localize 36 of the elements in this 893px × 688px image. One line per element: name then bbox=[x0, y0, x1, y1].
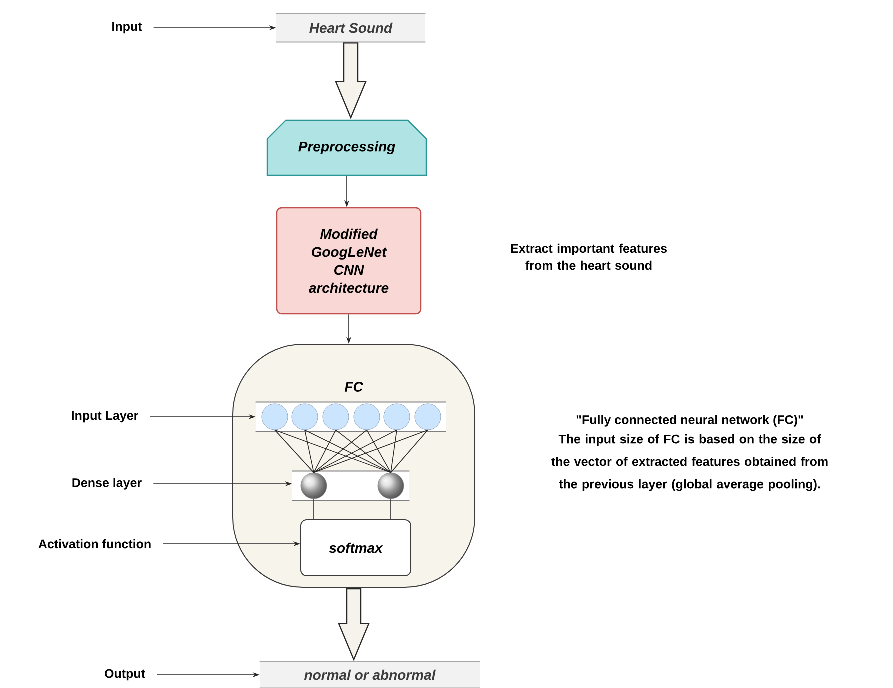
process-box: Preprocessing bbox=[266, 120, 428, 176]
connection-line bbox=[274, 430, 314, 474]
note-heading: "Fully connected neural network (FC)" bbox=[576, 415, 804, 427]
connection-line bbox=[390, 430, 398, 474]
block-arrow bbox=[335, 42, 367, 120]
note-text: Extract important features from the heart sound bbox=[511, 244, 667, 270]
side-label: Dense layer bbox=[72, 478, 142, 490]
neuron-circle bbox=[322, 404, 350, 430]
connection-line bbox=[314, 430, 368, 474]
neuron-circle bbox=[354, 404, 380, 430]
connection-line bbox=[390, 430, 428, 474]
data-box: Heart Sound bbox=[276, 13, 426, 43]
side-label: Activation function bbox=[38, 539, 151, 549]
connection-line bbox=[314, 430, 428, 474]
connection-line bbox=[336, 430, 392, 474]
side-label: Input bbox=[112, 22, 142, 34]
connection-line bbox=[390, 498, 392, 520]
side-label: Input Layer bbox=[72, 411, 138, 423]
neuron-circle bbox=[378, 472, 404, 500]
process-box: Modified GoogLeNet CNN architecture bbox=[276, 207, 422, 315]
neuron-circle bbox=[292, 404, 318, 430]
neuron-circle bbox=[414, 404, 442, 430]
neuron-circle bbox=[384, 404, 410, 430]
connection-line bbox=[314, 430, 398, 474]
neuron-circle bbox=[300, 472, 328, 500]
data-box: normal or abnormal bbox=[259, 661, 481, 688]
connection-line bbox=[366, 430, 392, 474]
connection-line bbox=[274, 430, 392, 474]
side-label: Output bbox=[105, 669, 146, 681]
connection-line bbox=[304, 430, 314, 474]
block-arrow bbox=[338, 588, 370, 662]
neuron-circle bbox=[262, 404, 288, 430]
connection-line bbox=[304, 430, 392, 474]
note-text: The input size of FC is based on the size of the vector of extracted features obtained from the previous layer (global average pooling). bbox=[552, 434, 828, 492]
connection-line bbox=[314, 430, 336, 474]
process-box: softmax bbox=[300, 520, 412, 576]
